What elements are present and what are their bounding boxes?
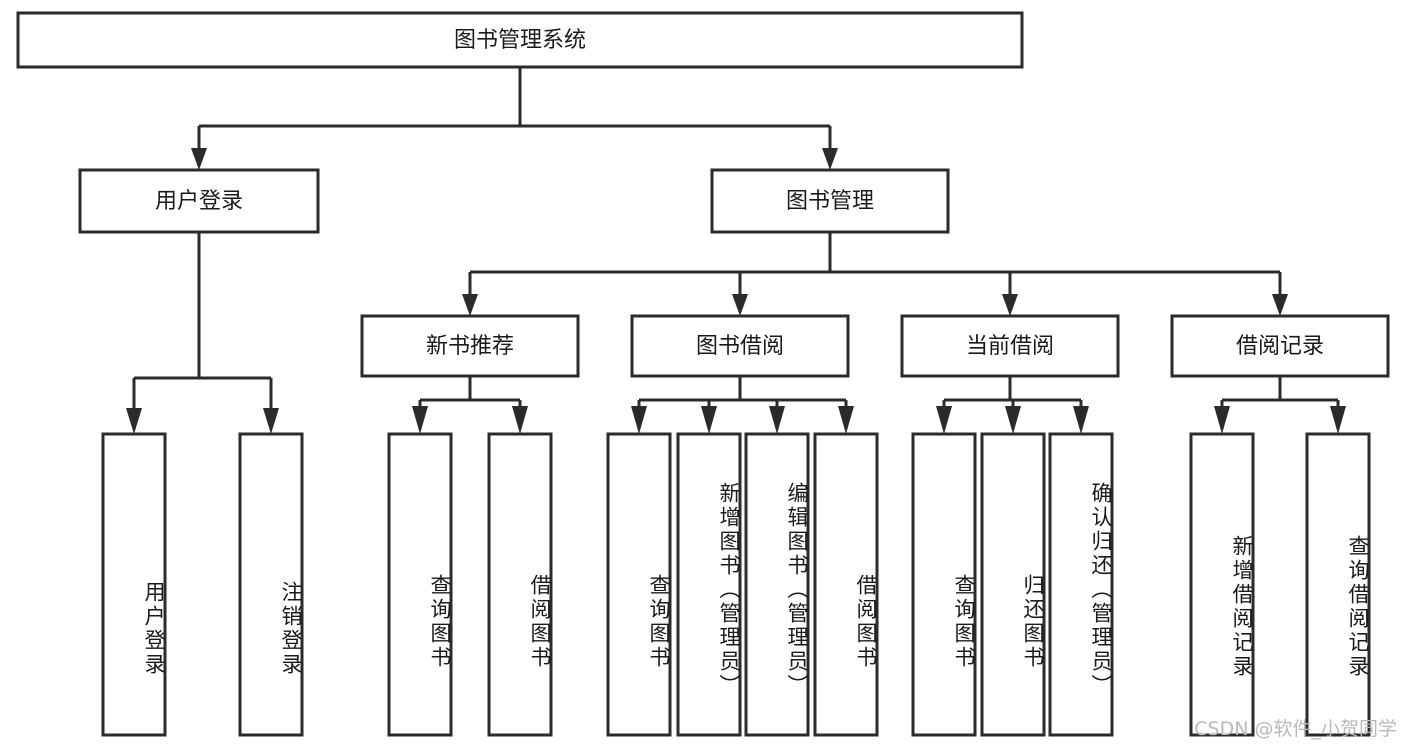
node-current-borrow-label: 当前借阅	[966, 334, 1054, 359]
node-new-book-recommend[interactable]: 新书推荐	[360, 314, 580, 378]
arrow-head-userlogin-leaf-1	[263, 408, 279, 434]
leaf-box-current-borrow-0[interactable]	[911, 432, 977, 737]
arrow-head-currentborrow-leaf-2	[1073, 406, 1089, 434]
arrow-head-bookborrow-leaf-3	[838, 406, 854, 434]
leaf-box-new-book-0[interactable]	[387, 432, 453, 737]
node-book-management-label: 图书管理	[786, 189, 874, 214]
node-borrow-record[interactable]: 借阅记录	[1170, 314, 1390, 378]
connector-group-user-login	[126, 232, 279, 434]
node-user-login-box[interactable]	[78, 168, 320, 234]
arrow-head-borrowrecord-leaf-1	[1330, 406, 1346, 434]
arrow-head-borrow-record	[1272, 294, 1288, 316]
leaf-box-borrow-record-0[interactable]	[1189, 432, 1255, 737]
node-book-management-box[interactable]	[710, 168, 950, 234]
arrow-head-new-book	[462, 294, 478, 316]
node-root[interactable]: 图书管理系统	[16, 11, 1024, 69]
node-book-borrow-box[interactable]	[630, 314, 850, 378]
node-current-borrow[interactable]: 当前借阅	[900, 314, 1120, 378]
node-book-borrow-label: 图书借阅	[696, 334, 784, 359]
leaf-box-new-book-1[interactable]	[487, 432, 553, 737]
leaf-box-book-borrow-1[interactable]	[676, 432, 742, 737]
node-root-label: 图书管理系统	[454, 28, 586, 53]
arrow-head-bookborrow-leaf-0	[631, 406, 647, 434]
arrow-head-newbook-leaf-1	[512, 406, 528, 434]
arrow-head-newbook-leaf-0	[412, 406, 428, 434]
arrow-head-book-mgmt	[822, 148, 838, 170]
node-borrow-record-label: 借阅记录	[1236, 334, 1324, 359]
arrow-head-currentborrow-leaf-1	[1005, 406, 1021, 434]
leaf-box-user-login-0[interactable]	[101, 432, 167, 737]
connector-group-root	[191, 67, 838, 170]
node-new-book-recommend-box[interactable]	[360, 314, 580, 378]
connector-group-book-management	[462, 232, 1288, 316]
leaf-box-current-borrow-1[interactable]	[980, 432, 1046, 737]
node-borrow-record-box[interactable]	[1170, 314, 1390, 378]
connector-group-new-book-recommend	[412, 376, 528, 434]
connector-group-borrow-record	[1214, 376, 1346, 434]
leaf-box-user-login-1[interactable]	[238, 432, 304, 737]
arrow-head-currentborrow-leaf-0	[936, 406, 952, 434]
arrow-head-book-borrow	[732, 294, 748, 316]
csdn-watermark: CSDN @软件_小贺同学	[1194, 718, 1397, 740]
node-current-borrow-box[interactable]	[900, 314, 1120, 378]
leaf-box-book-borrow-0[interactable]	[606, 432, 672, 737]
arrow-head-userlogin-leaf-0	[126, 408, 142, 434]
arrow-head-borrowrecord-leaf-0	[1214, 406, 1230, 434]
arrow-head-current-borrow	[1002, 294, 1018, 316]
arrow-head-user-login	[191, 148, 207, 170]
leaf-box-book-borrow-3[interactable]	[813, 432, 879, 737]
node-book-management[interactable]: 图书管理	[710, 168, 950, 234]
node-root-box[interactable]	[16, 11, 1024, 69]
leaf-box-current-borrow-2[interactable]	[1048, 432, 1114, 737]
leaf-box-book-borrow-2[interactable]	[744, 432, 810, 737]
node-user-login-label: 用户登录	[155, 189, 243, 214]
node-new-book-recommend-label: 新书推荐	[426, 334, 514, 359]
node-user-login[interactable]: 用户登录	[78, 168, 320, 234]
node-book-borrow[interactable]: 图书借阅	[630, 314, 850, 378]
connector-group-current-borrow	[936, 376, 1089, 434]
connector-group-book-borrow	[631, 376, 854, 434]
leaf-box-borrow-record-1[interactable]	[1305, 432, 1371, 737]
arrow-head-bookborrow-leaf-1	[701, 406, 717, 434]
arrow-head-bookborrow-leaf-2	[769, 406, 785, 434]
